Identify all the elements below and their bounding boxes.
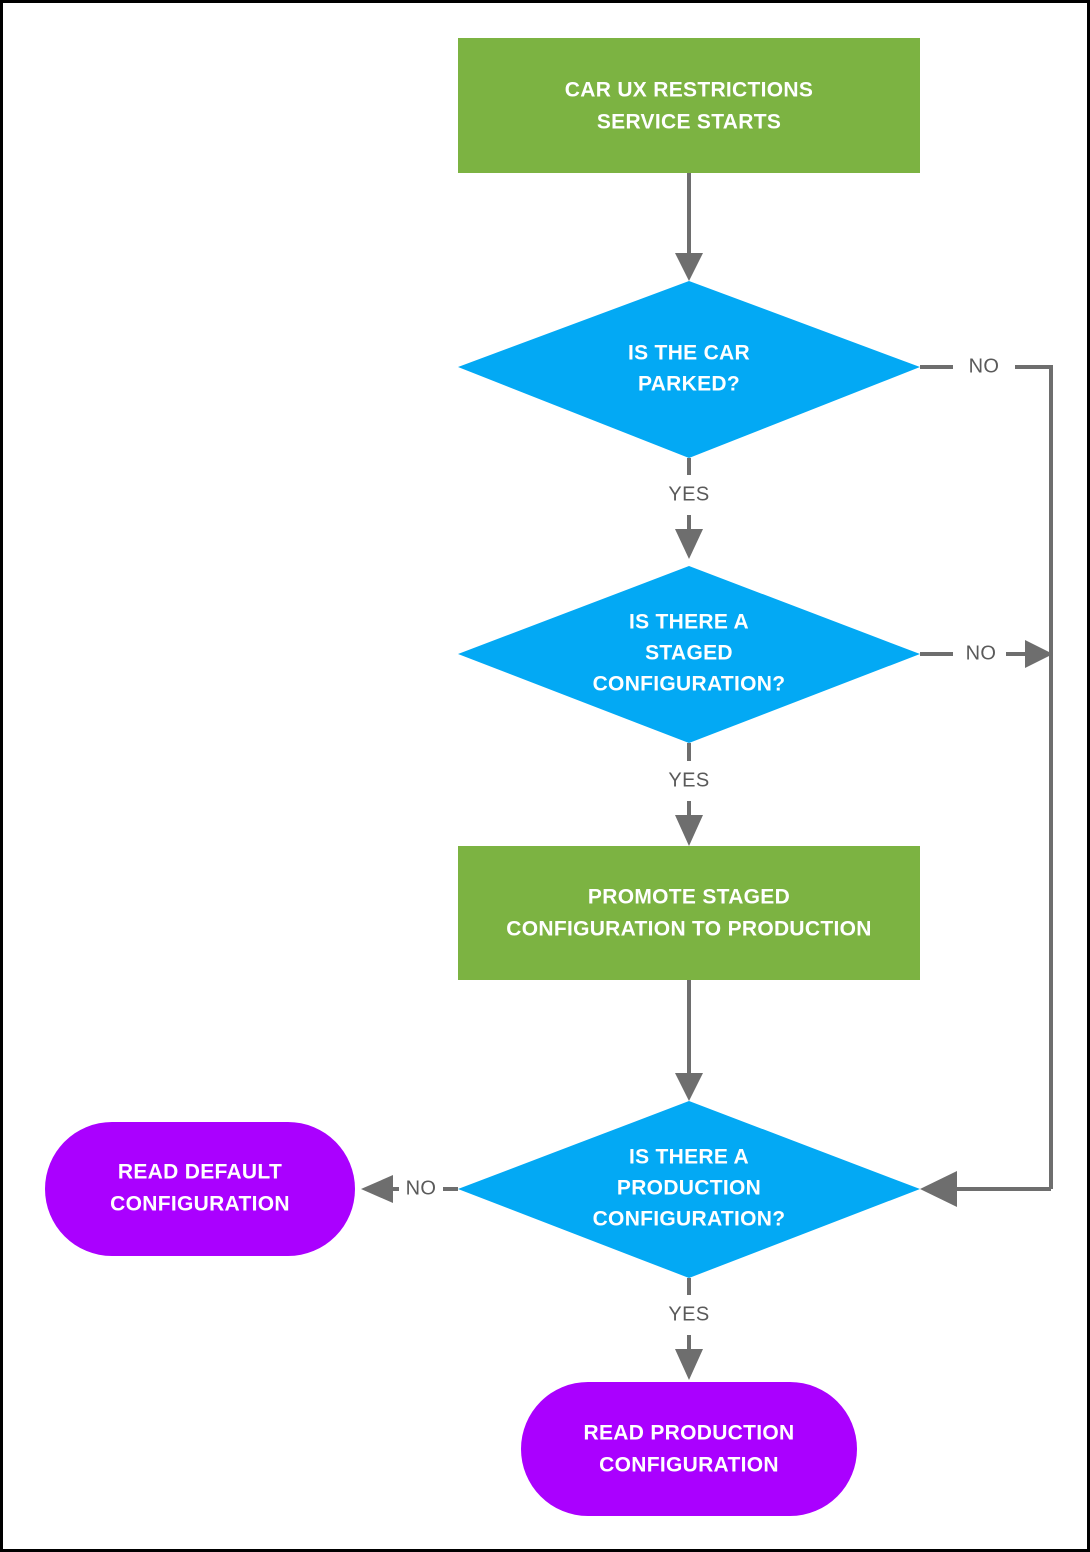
node-production-config-line-2: PRODUCTION (617, 1177, 761, 1200)
edge-label-no-production: NO (406, 1177, 437, 1199)
edge-car-parked-yes: YES (668, 458, 709, 559)
node-start-line-1: CAR UX RESTRICTIONS (565, 79, 813, 102)
node-car-parked-line-2: PARKED? (638, 373, 740, 396)
edge-layer: YES NO YES NO (361, 173, 1053, 1380)
edge-car-parked-no: NO (920, 355, 1053, 1189)
node-production-config[interactable]: IS THERE A PRODUCTION CONFIGURATION? (458, 1101, 920, 1278)
edge-start-to-car-parked (675, 173, 703, 281)
node-production-config-line-3: CONFIGURATION? (593, 1208, 786, 1231)
edge-label-yes-parked: YES (668, 483, 709, 505)
node-car-parked-line-1: IS THE CAR (628, 342, 750, 365)
node-staged-config[interactable]: IS THERE A STAGED CONFIGURATION? (458, 566, 920, 743)
node-read-production-shape[interactable] (521, 1382, 857, 1516)
node-staged-config-line-1: IS THERE A (629, 611, 749, 634)
node-read-default-line-2: CONFIGURATION (110, 1193, 290, 1216)
edge-label-yes-production: YES (668, 1303, 709, 1325)
node-promote[interactable]: PROMOTE STAGED CONFIGURATION TO PRODUCTI… (458, 846, 920, 980)
node-start[interactable]: CAR UX RESTRICTIONS SERVICE STARTS (458, 38, 920, 173)
node-promote-line-1: PROMOTE STAGED (588, 886, 790, 909)
edge-staged-yes: YES (668, 743, 709, 846)
node-car-parked-shape[interactable] (458, 281, 920, 458)
node-promote-shape[interactable] (458, 846, 920, 980)
node-read-default-line-1: READ DEFAULT (118, 1161, 282, 1184)
edge-production-no: NO (361, 1175, 458, 1203)
flowchart-canvas: YES NO YES NO (45, 38, 1053, 1516)
edge-production-yes: YES (668, 1278, 709, 1380)
edge-label-no-staged: NO (966, 642, 997, 664)
node-production-config-shape[interactable] (458, 1101, 920, 1278)
node-start-line-2: SERVICE STARTS (597, 111, 781, 134)
node-read-production-line-1: READ PRODUCTION (583, 1422, 794, 1445)
edge-label-yes-staged: YES (668, 769, 709, 791)
node-read-default[interactable]: READ DEFAULT CONFIGURATION (45, 1122, 355, 1256)
node-read-production[interactable]: READ PRODUCTION CONFIGURATION (521, 1382, 857, 1516)
node-car-parked[interactable]: IS THE CAR PARKED? (458, 281, 920, 458)
edge-label-no-parked: NO (969, 355, 1000, 377)
node-production-config-line-1: IS THERE A (629, 1146, 749, 1169)
node-read-default-shape[interactable] (45, 1122, 355, 1256)
node-staged-config-shape[interactable] (458, 566, 920, 743)
edge-promote-to-production-config (675, 980, 703, 1101)
node-staged-config-line-2: STAGED (645, 642, 733, 665)
edge-staged-no: NO (920, 640, 1053, 668)
edge-rail-into-production-config (920, 1171, 1051, 1207)
node-start-shape[interactable] (458, 38, 920, 173)
node-read-production-line-2: CONFIGURATION (599, 1454, 779, 1477)
node-staged-config-line-3: CONFIGURATION? (593, 673, 786, 696)
node-promote-line-2: CONFIGURATION TO PRODUCTION (506, 918, 871, 941)
